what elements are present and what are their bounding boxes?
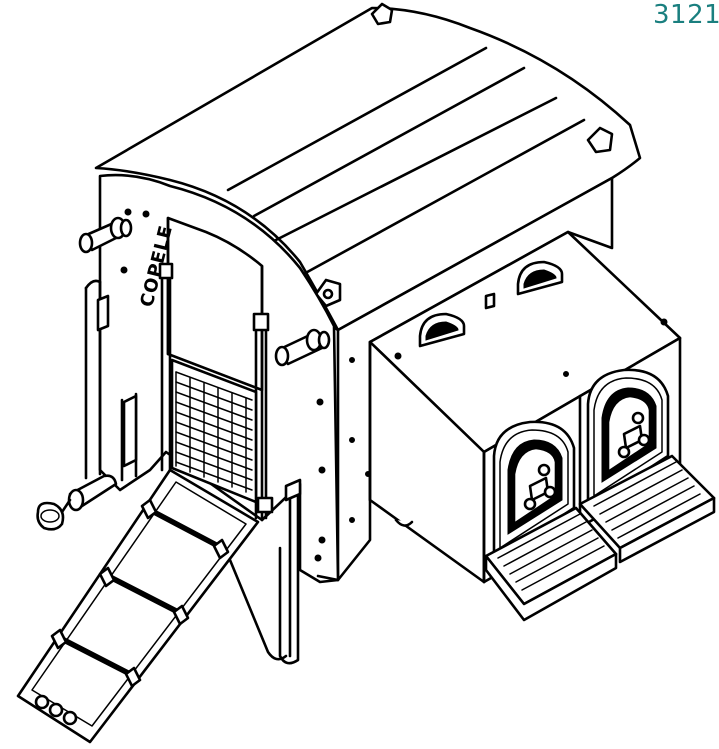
nest-box xyxy=(365,230,716,622)
ramp xyxy=(16,468,260,744)
sliding-pop-door xyxy=(158,216,274,522)
part-number-label: 3121 xyxy=(653,0,719,30)
handle-bolts xyxy=(78,216,331,367)
grated-floor xyxy=(170,358,258,504)
left-stand xyxy=(36,279,138,531)
roof xyxy=(94,2,642,332)
front-right-leg xyxy=(228,478,302,665)
